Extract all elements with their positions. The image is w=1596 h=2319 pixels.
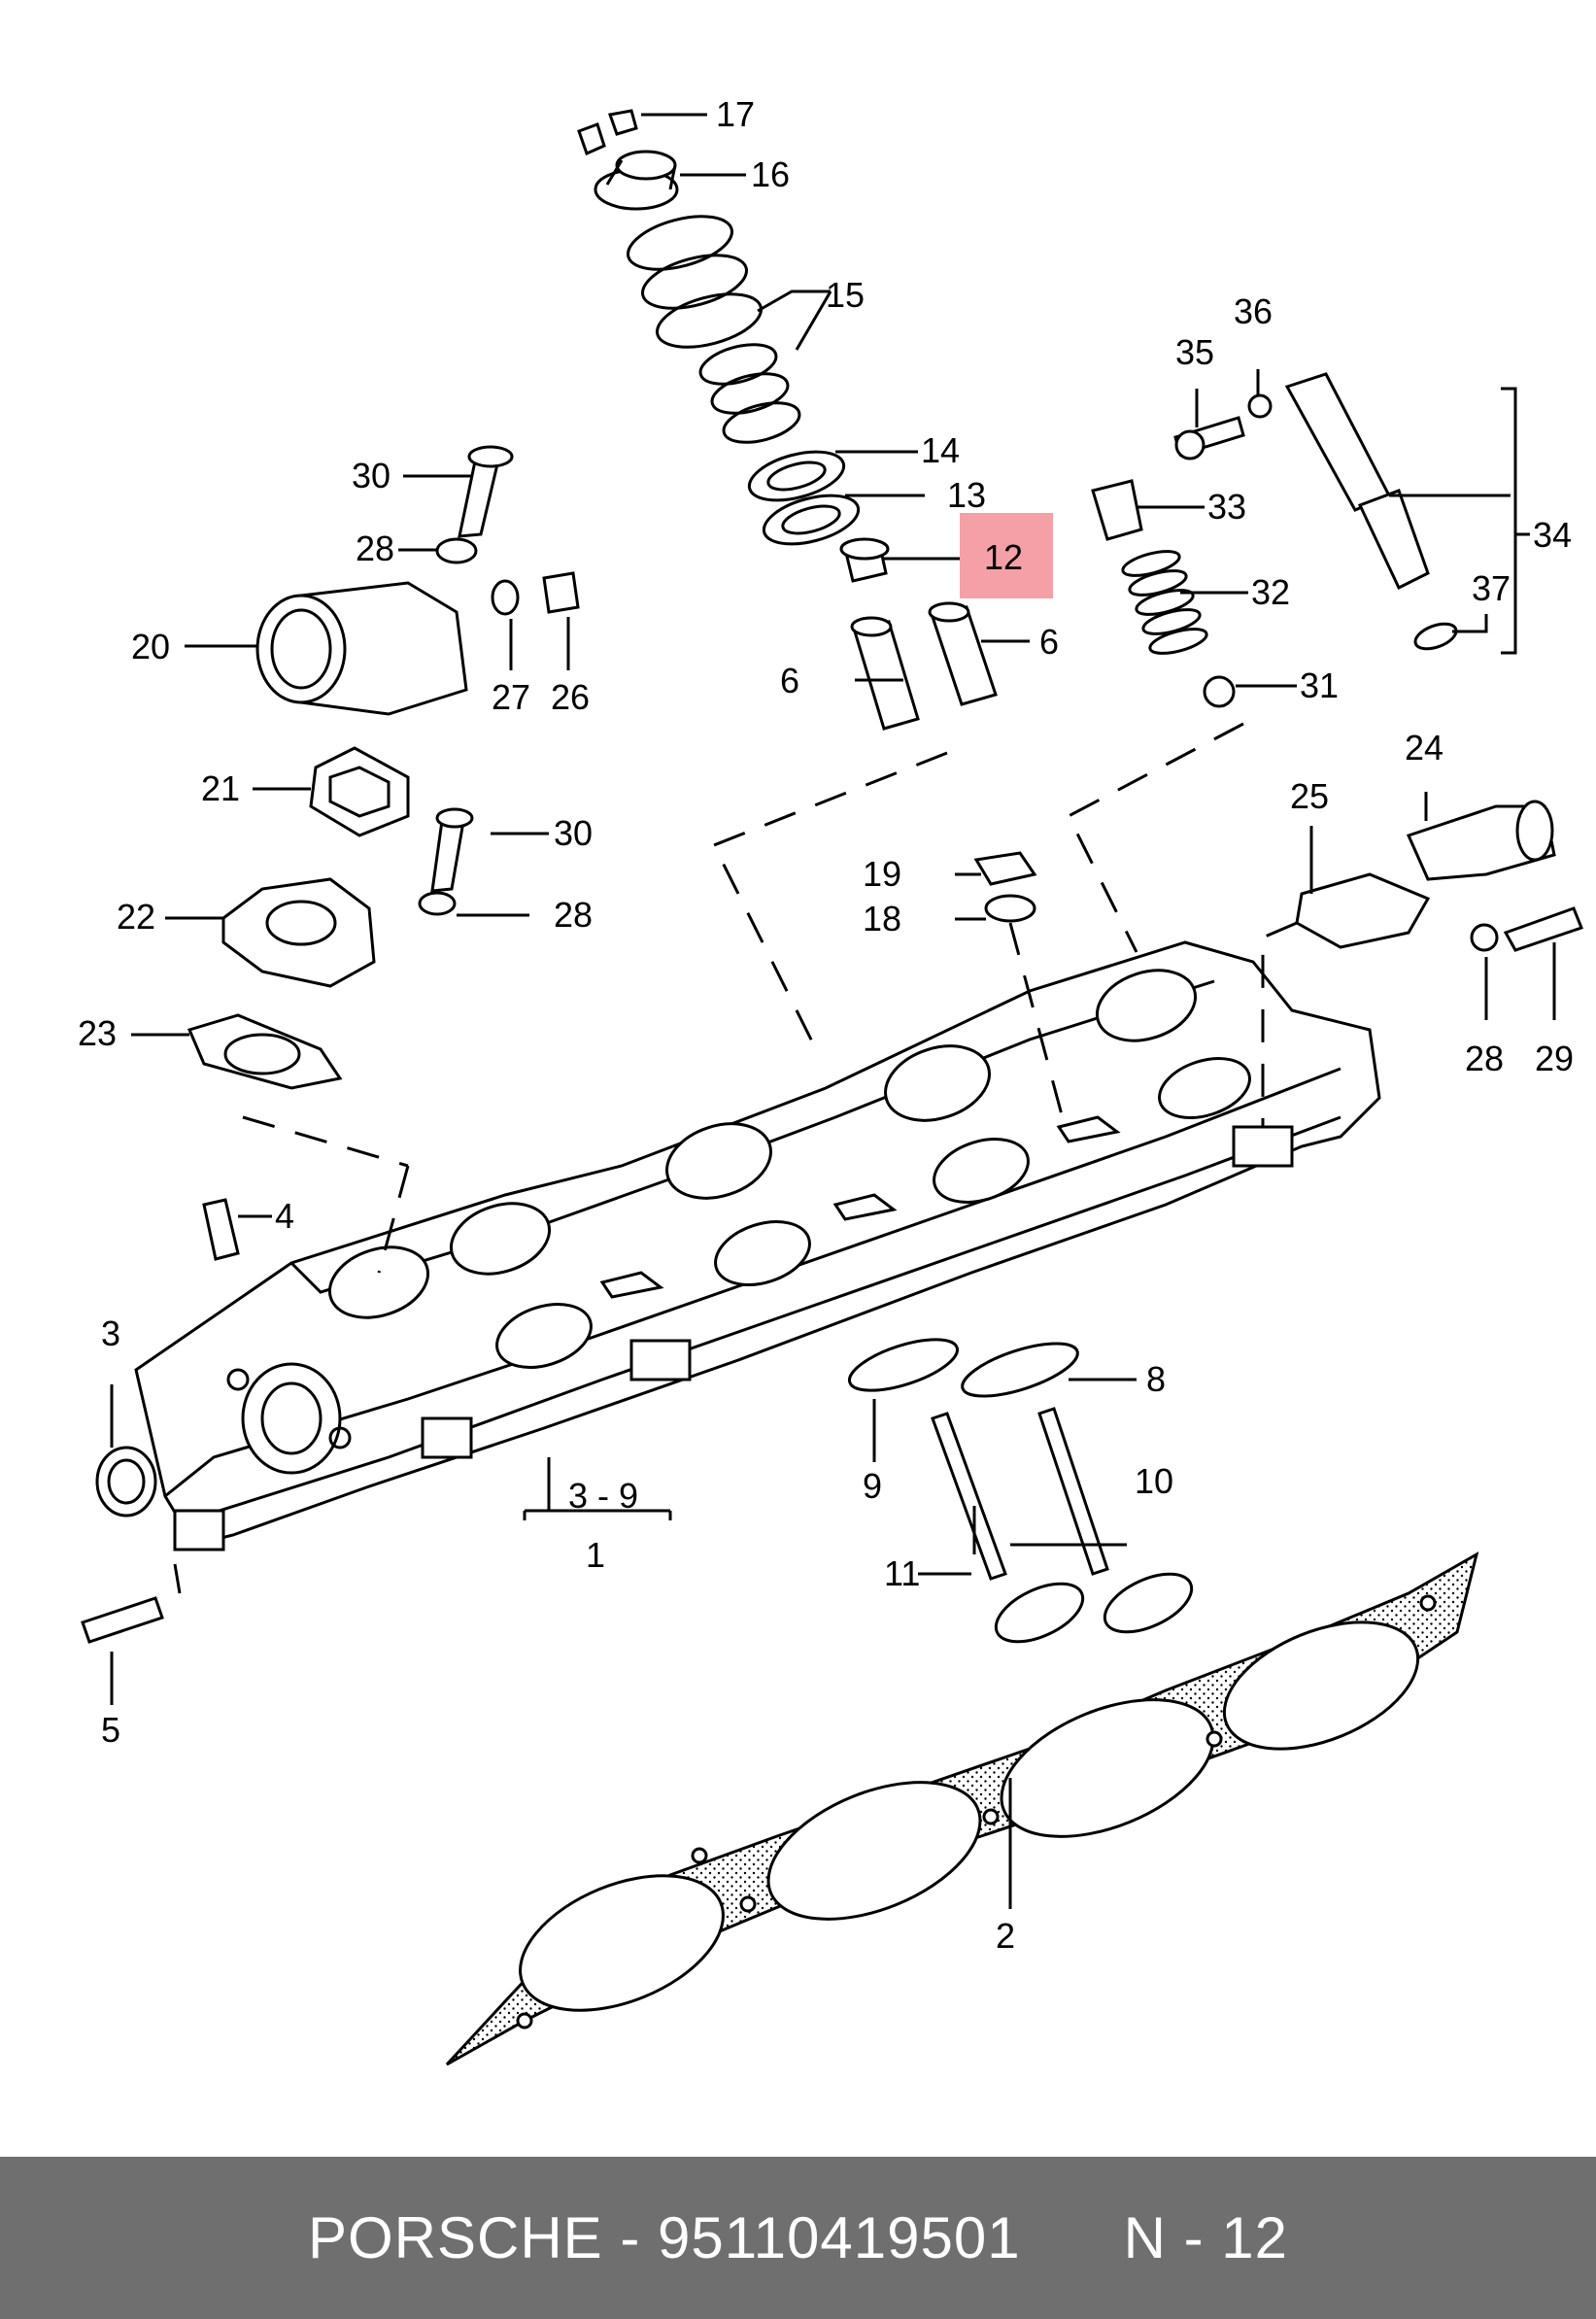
callout-26: 26 [551,677,590,717]
callout-25: 25 [1290,776,1329,816]
callout-10: 10 [1135,1461,1173,1501]
callout-21: 21 [201,768,240,808]
callout-32: 32 [1251,572,1290,612]
coolant-and-misc-parts [81,445,1583,1644]
callout-20: 20 [131,627,170,666]
callout-11: 11 [884,1553,920,1593]
leader-lines [110,113,1556,1909]
highlight-part-12 [960,513,1053,598]
valve-assembly [577,109,1458,1644]
callout-35: 35 [1175,332,1214,372]
callout-18: 18 [863,899,901,938]
callout-22: 22 [117,897,155,937]
callout-33: 33 [1207,487,1246,527]
callout-31: 31 [1300,665,1339,705]
callout-24: 24 [1405,728,1443,767]
spacer [1021,2204,1124,2271]
cylinder-head [134,940,1381,1552]
callout-30a: 30 [352,456,391,495]
callout-13: 13 [947,475,986,515]
callout-3-9: 3 - 9 [568,1476,638,1516]
callout-9: 9 [863,1466,882,1506]
callout-1: 1 [586,1535,605,1575]
callout-37: 37 [1472,568,1511,608]
callout-23: 23 [78,1013,117,1053]
callout-19: 19 [863,854,901,894]
callout-34: 34 [1533,515,1572,555]
callout-15: 15 [826,275,865,315]
callout-30b: 30 [554,813,593,853]
callout-28b: 28 [554,895,593,935]
callout-labels: 17 16 15 14 13 12 6 6 36 35 33 32 31 34 … [78,94,1574,1956]
callout-28c: 28 [1465,1039,1504,1078]
callout-2: 2 [996,1916,1015,1956]
callout-27: 27 [492,677,530,717]
callout-16: 16 [751,154,790,194]
footer-caption: PORSCHE - 95110419501 N - 12 [0,2157,1596,2319]
callout-5: 5 [101,1710,120,1750]
callout-12: 12 [984,537,1023,577]
part-number: 95110419501 [658,2205,1021,2270]
callout-28a: 28 [356,529,394,568]
callout-17: 17 [716,94,755,134]
head-gasket [445,1551,1479,2066]
callout-6b: 6 [1039,622,1059,662]
callout-3: 3 [101,1313,120,1353]
brand-label: PORSCHE [307,2205,603,2270]
callout-14: 14 [921,430,960,470]
separator: - [602,2205,658,2270]
callout-29: 29 [1535,1039,1574,1078]
callout-4: 4 [275,1196,294,1236]
callout-8: 8 [1146,1359,1166,1399]
page-reference: N - 12 [1123,2205,1289,2270]
callout-6a: 6 [780,661,799,700]
callout-36: 36 [1234,291,1273,331]
parts-diagram: 17 16 15 14 13 12 6 6 36 35 33 32 31 34 … [78,94,1583,2066]
